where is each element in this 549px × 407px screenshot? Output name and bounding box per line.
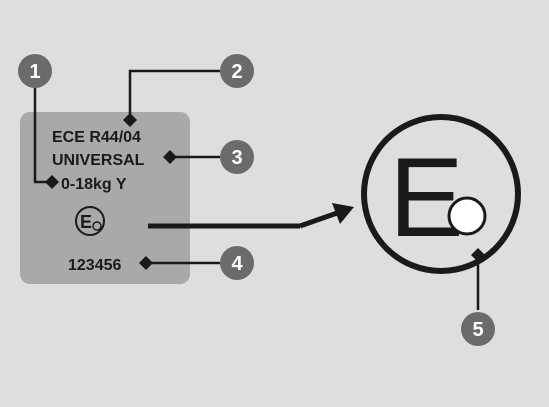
label-panel bbox=[20, 112, 190, 284]
callout-number-3: 3 bbox=[231, 147, 242, 169]
small-approval-mark-letter: E bbox=[80, 212, 92, 232]
enlarged-approval-mark-letter: E bbox=[389, 135, 464, 260]
leader-line-2 bbox=[128, 69, 220, 120]
enlarged-approval-mark-icon: E bbox=[361, 114, 521, 274]
label-serial-text: 123456 bbox=[68, 257, 121, 274]
label-category-text: UNIVERSAL bbox=[52, 152, 145, 169]
callout-marker-4: 4 bbox=[220, 246, 254, 280]
callout-number-1: 1 bbox=[29, 61, 40, 83]
callout-marker-2: 2 bbox=[220, 54, 254, 88]
callout-marker-3: 3 bbox=[220, 140, 254, 174]
callout-number-2: 2 bbox=[231, 61, 242, 83]
callout-number-5: 5 bbox=[472, 319, 483, 341]
small-approval-mark-icon: E bbox=[75, 206, 105, 236]
label-standard-text: ECE R44/04 bbox=[52, 129, 141, 146]
label-weight-text: 0-18kg Y bbox=[61, 176, 127, 193]
callout-marker-1: 1 bbox=[18, 54, 52, 88]
callout-number-4: 4 bbox=[231, 253, 243, 275]
leader-endpoints bbox=[45, 113, 485, 270]
callout-marker-5: 5 bbox=[461, 312, 495, 346]
enlarge-arrow bbox=[148, 203, 354, 229]
